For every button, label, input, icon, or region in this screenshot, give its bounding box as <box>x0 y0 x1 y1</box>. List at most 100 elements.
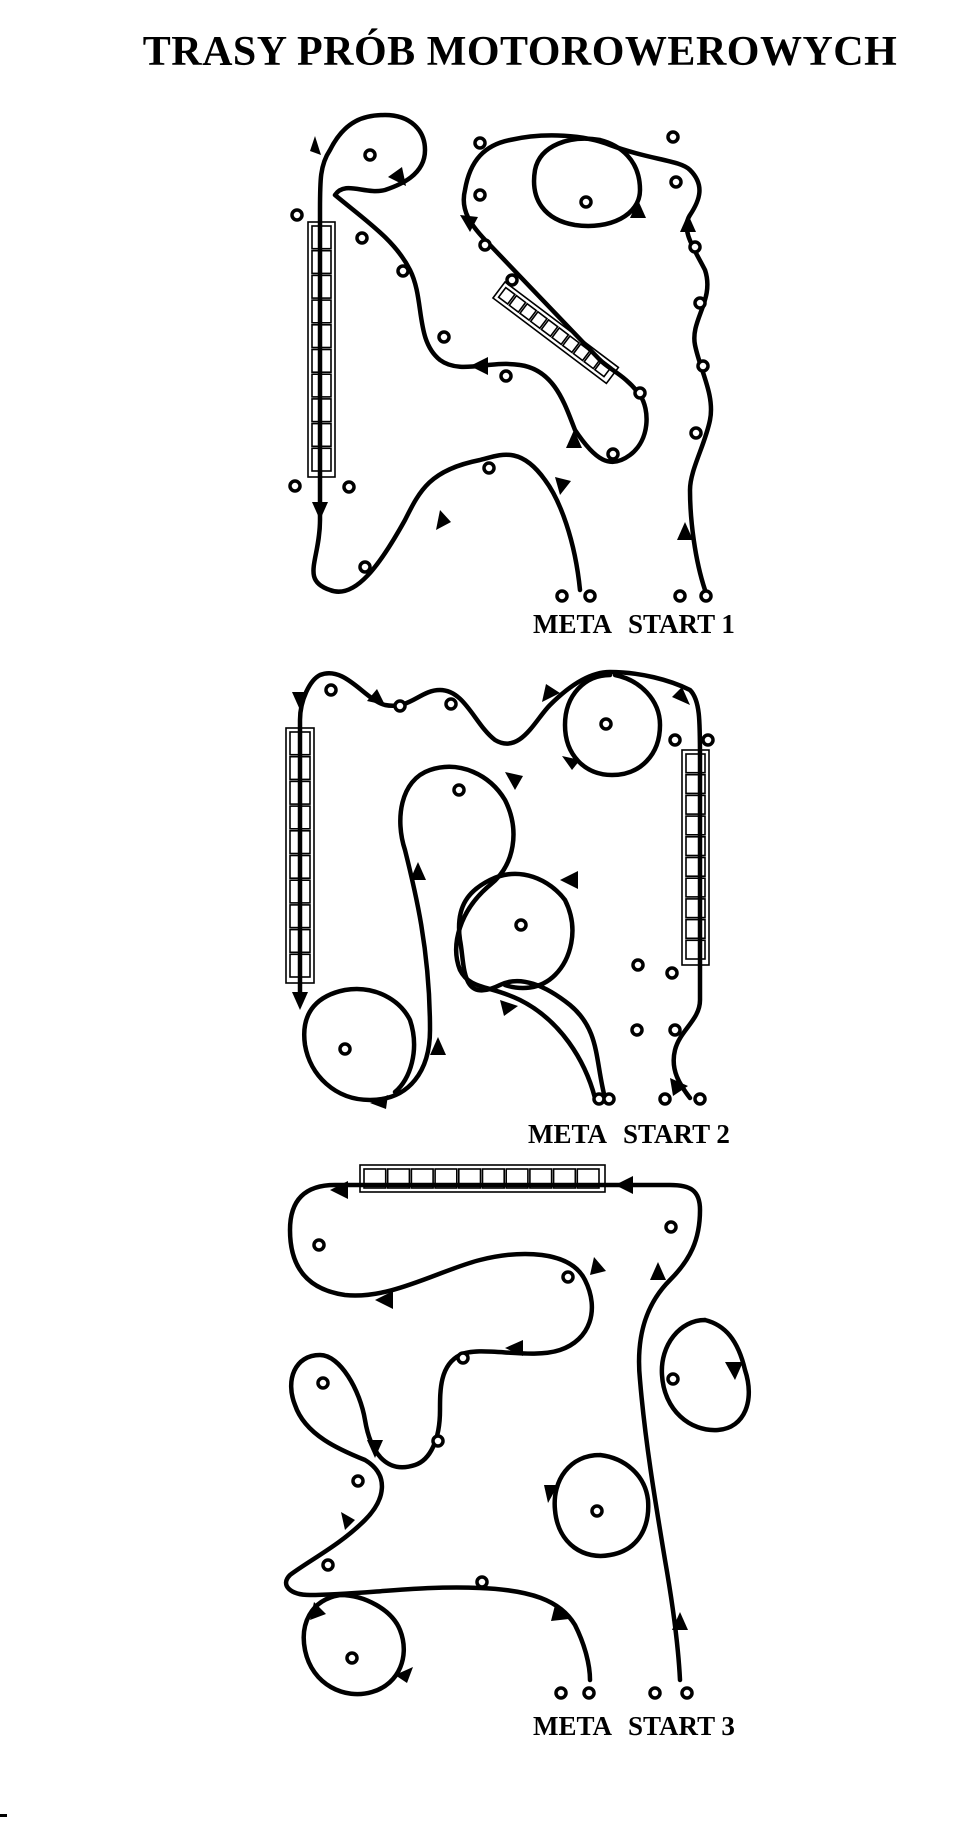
finish-label-2: META <box>528 1119 607 1149</box>
track-line-1-left <box>311 112 649 594</box>
direction-arrow <box>680 214 696 232</box>
track-loop-1 <box>531 136 643 229</box>
cone-marker <box>444 697 458 711</box>
cone-marker <box>561 1270 575 1284</box>
cone-marker <box>351 1474 365 1488</box>
direction-arrow <box>650 1262 666 1280</box>
plank-board-2a <box>285 727 315 984</box>
track-line-1-right <box>461 133 714 593</box>
cone-marker <box>633 386 647 400</box>
course-2: META START 2 <box>285 669 730 1149</box>
cone-marker <box>693 296 707 310</box>
cone-marker <box>582 1686 596 1700</box>
plank-segment <box>508 294 527 314</box>
direction-arrow <box>630 200 646 218</box>
plank-board-3 <box>359 1164 606 1193</box>
cone-marker <box>668 1023 682 1037</box>
cone-marker <box>555 589 569 603</box>
direction-arrow <box>500 1000 518 1016</box>
cone-marker <box>666 1372 680 1386</box>
finish-label-3: META <box>533 1711 612 1741</box>
track-loop-3b <box>552 1452 651 1559</box>
page-title: TRASY PRÓB MOTOROWEROWYCH <box>142 29 898 75</box>
cone-marker <box>355 231 369 245</box>
track-line-2-main <box>297 669 703 1103</box>
direction-arrow <box>590 1257 606 1275</box>
cone-marker <box>514 918 528 932</box>
cone-marker <box>583 589 597 603</box>
direction-arrow <box>505 772 523 790</box>
cone-marker <box>579 195 593 209</box>
cone-marker <box>482 461 496 475</box>
cone-marker <box>358 560 372 574</box>
direction-arrow <box>310 136 321 155</box>
plank-segment <box>550 326 570 346</box>
direction-arrow <box>292 692 308 710</box>
cone-marker <box>505 273 519 287</box>
direction-arrow <box>544 1485 558 1503</box>
start-label-3: START 3 <box>628 1711 735 1741</box>
cone-marker <box>696 359 710 373</box>
track-line-3 <box>283 1182 703 1683</box>
cone-marker <box>437 330 451 344</box>
direction-arrow <box>370 1095 388 1109</box>
plank-board-1b <box>491 280 620 385</box>
cone-marker <box>606 447 620 461</box>
cone-marker <box>701 733 715 747</box>
direction-arrow <box>395 1667 413 1683</box>
cone-marker <box>699 589 713 603</box>
plank-frame <box>359 1164 606 1193</box>
plank-segment <box>529 310 549 330</box>
cone-marker <box>669 175 683 189</box>
track-loop-3c <box>301 1592 406 1697</box>
cone-marker <box>602 1092 616 1106</box>
cone-marker <box>456 1351 470 1365</box>
cone-marker <box>666 130 680 144</box>
direction-arrow <box>560 871 578 889</box>
direction-arrow <box>341 1512 355 1530</box>
cone-marker <box>599 717 613 731</box>
plank-segment <box>518 302 538 322</box>
direction-arrow <box>436 510 451 530</box>
direction-arrow <box>312 502 328 520</box>
cone-marker <box>345 1651 359 1665</box>
cone-marker <box>431 1434 445 1448</box>
cone-marker <box>475 1575 489 1589</box>
cone-marker <box>590 1504 604 1518</box>
cone-marker <box>631 958 645 972</box>
course-1: META START 1 <box>288 112 735 639</box>
cone-marker <box>452 783 466 797</box>
cone-marker <box>665 966 679 980</box>
direction-arrow <box>460 215 478 232</box>
cone-marker <box>658 1092 672 1106</box>
direction-arrow <box>551 1605 569 1621</box>
cone-group-3 <box>312 1220 694 1700</box>
direction-arrow <box>367 1440 383 1458</box>
direction-arrow <box>375 1291 393 1309</box>
direction-arrow <box>566 430 582 448</box>
plank-segment <box>561 334 581 354</box>
direction-arrow <box>292 992 308 1010</box>
direction-arrow <box>725 1362 743 1380</box>
cone-marker <box>473 136 487 150</box>
cone-marker <box>363 148 377 162</box>
cone-marker <box>668 733 682 747</box>
direction-arrow <box>388 167 406 186</box>
cone-marker <box>648 1686 662 1700</box>
plank-board-2b <box>681 749 710 966</box>
cone-marker <box>316 1376 330 1390</box>
direction-arrow <box>430 1037 446 1055</box>
cone-marker <box>688 240 702 254</box>
track-loop-3a <box>659 1317 751 1433</box>
cone-marker <box>473 188 487 202</box>
cone-marker <box>673 589 687 603</box>
direction-arrow <box>470 357 488 375</box>
direction-arrow <box>310 1602 326 1620</box>
direction-arrow <box>555 477 571 495</box>
plank-frame <box>681 749 710 966</box>
cone-marker <box>630 1023 644 1037</box>
direction-arrow <box>672 1612 688 1630</box>
direction-arrow <box>672 687 690 705</box>
cone-marker <box>689 426 703 440</box>
cone-marker <box>288 479 302 493</box>
